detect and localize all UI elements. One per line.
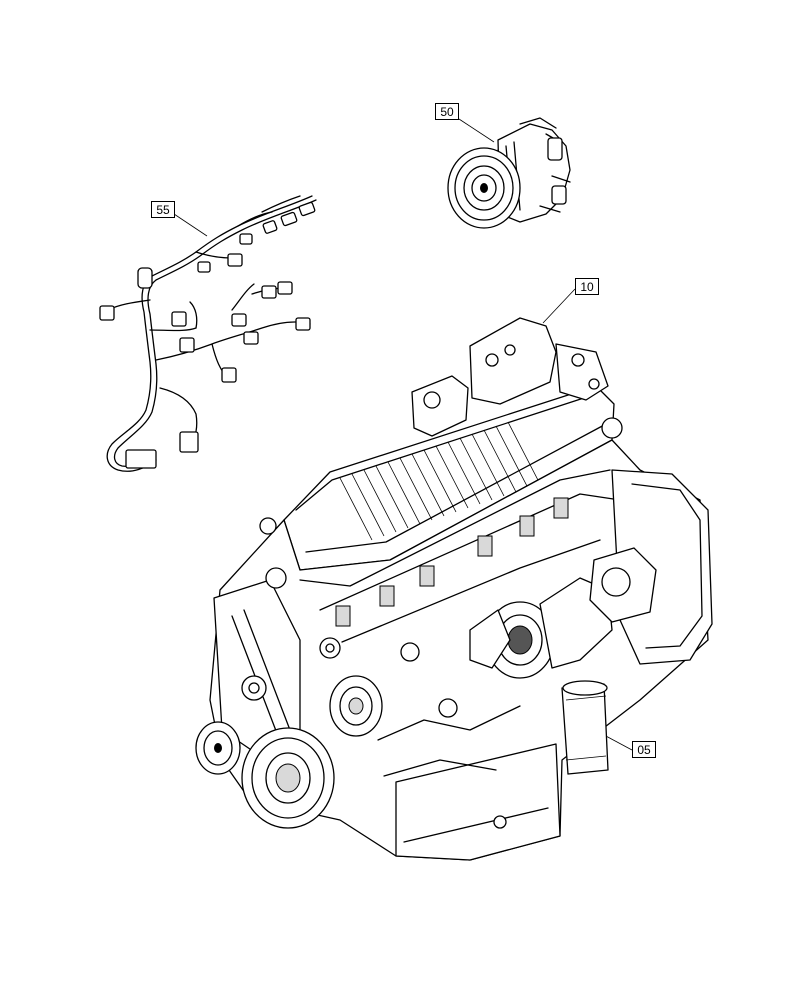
callout-filter-label: 05 <box>632 741 656 758</box>
callout-engine-label: 10 <box>575 278 599 295</box>
callout-compressor-label: 50 <box>435 103 459 120</box>
wiring-harness-drawing <box>99 195 317 472</box>
leader-lines <box>173 118 633 751</box>
callout-harness-label: 55 <box>151 201 175 218</box>
cover-ribs <box>339 421 541 541</box>
cylinder-head-detail <box>299 469 621 643</box>
ac-compressor-drawing <box>447 117 571 229</box>
engine-assembly-drawing <box>195 317 713 861</box>
